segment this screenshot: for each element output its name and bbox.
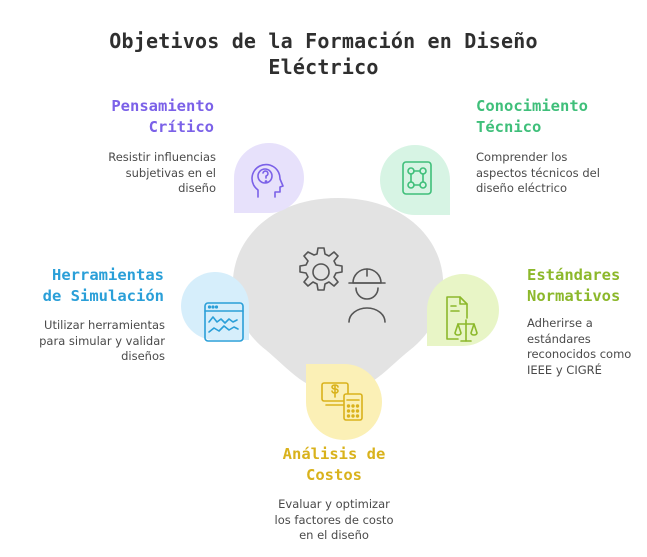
herramientas-heading: Herramientas de Simulación bbox=[20, 265, 164, 307]
herramientas-description: Utilizar herramientas para simular y val… bbox=[8, 318, 165, 365]
estandares-heading-line-1: Estándares bbox=[527, 266, 621, 284]
pensamiento-blob bbox=[234, 143, 304, 213]
herramientas-desc-line-2: para simular y validar bbox=[39, 333, 165, 348]
estandares-desc-line-1: Adherirse a bbox=[527, 316, 593, 330]
analisis-description: Evaluar y optimizar los factores de cost… bbox=[248, 497, 420, 544]
document-scale-icon bbox=[446, 296, 478, 342]
pensamiento-heading-line-2: Crítico bbox=[148, 118, 214, 136]
conocimiento-blob bbox=[380, 145, 450, 215]
analisis-heading-line-1: Análisis de bbox=[282, 445, 386, 463]
estandares-description: Adherirse a estándares reconocidos como … bbox=[527, 316, 642, 378]
estandares-desc-line-3: reconocidos como bbox=[527, 347, 632, 361]
estandares-desc-line-4: IEEE y CIGRÉ bbox=[527, 362, 602, 377]
center-shape bbox=[232, 198, 444, 392]
conocimiento-description: Comprender los aspectos técnicos del dis… bbox=[476, 150, 641, 197]
analisis-desc-line-1: Evaluar y optimizar bbox=[278, 497, 390, 511]
money-calculator-icon bbox=[321, 382, 363, 421]
conocimiento-desc-line-1: Comprender los bbox=[476, 150, 568, 164]
herramientas-heading-line-1: Herramientas bbox=[52, 266, 164, 284]
analisis-heading-line-2: Costos bbox=[306, 466, 362, 484]
herramientas-blob bbox=[181, 272, 249, 340]
conocimiento-desc-line-3: diseño eléctrico bbox=[476, 181, 568, 195]
estandares-desc-line-2: estándares bbox=[527, 331, 591, 346]
simulation-window-icon bbox=[204, 302, 244, 342]
pensamiento-desc-line-3: diseño bbox=[178, 181, 216, 195]
conocimiento-heading: Conocimiento Técnico bbox=[476, 96, 636, 138]
pensamiento-heading-line-1: Pensamiento bbox=[111, 97, 214, 115]
gear-engineer-icon bbox=[299, 247, 386, 323]
diagram-title: Objetivos de la Formación en Diseño Eléc… bbox=[0, 28, 647, 80]
pensamiento-description: Resistir influencias subjetivas en el di… bbox=[44, 150, 216, 197]
analisis-desc-line-3: en el diseño bbox=[299, 528, 369, 542]
estandares-heading-line-2: Normativos bbox=[527, 287, 621, 305]
conocimiento-desc-line-2: aspectos técnicos del bbox=[476, 165, 600, 180]
conocimiento-heading-line-2: Técnico bbox=[476, 118, 542, 136]
conocimiento-heading-line-1: Conocimiento bbox=[476, 97, 588, 115]
title-line-1: Objetivos de la Formación en Diseño bbox=[109, 29, 538, 53]
analisis-heading: Análisis de Costos bbox=[254, 444, 414, 486]
circuit-board-icon bbox=[402, 161, 432, 195]
title-line-2: Eléctrico bbox=[268, 55, 379, 79]
herramientas-desc-line-3: diseños bbox=[121, 349, 165, 363]
estandares-blob bbox=[427, 274, 499, 346]
pensamiento-desc-line-2: subjetivas en el bbox=[125, 165, 216, 180]
herramientas-heading-line-2: de Simulación bbox=[42, 287, 164, 305]
head-question-icon bbox=[251, 163, 284, 198]
herramientas-desc-line-1: Utilizar herramientas bbox=[44, 318, 165, 332]
pensamiento-desc-line-1: Resistir influencias bbox=[108, 150, 216, 164]
analisis-desc-line-2: los factores de costo bbox=[274, 512, 394, 527]
pensamiento-heading: Pensamiento Crítico bbox=[60, 96, 214, 138]
estandares-heading: Estándares Normativos bbox=[527, 265, 642, 307]
